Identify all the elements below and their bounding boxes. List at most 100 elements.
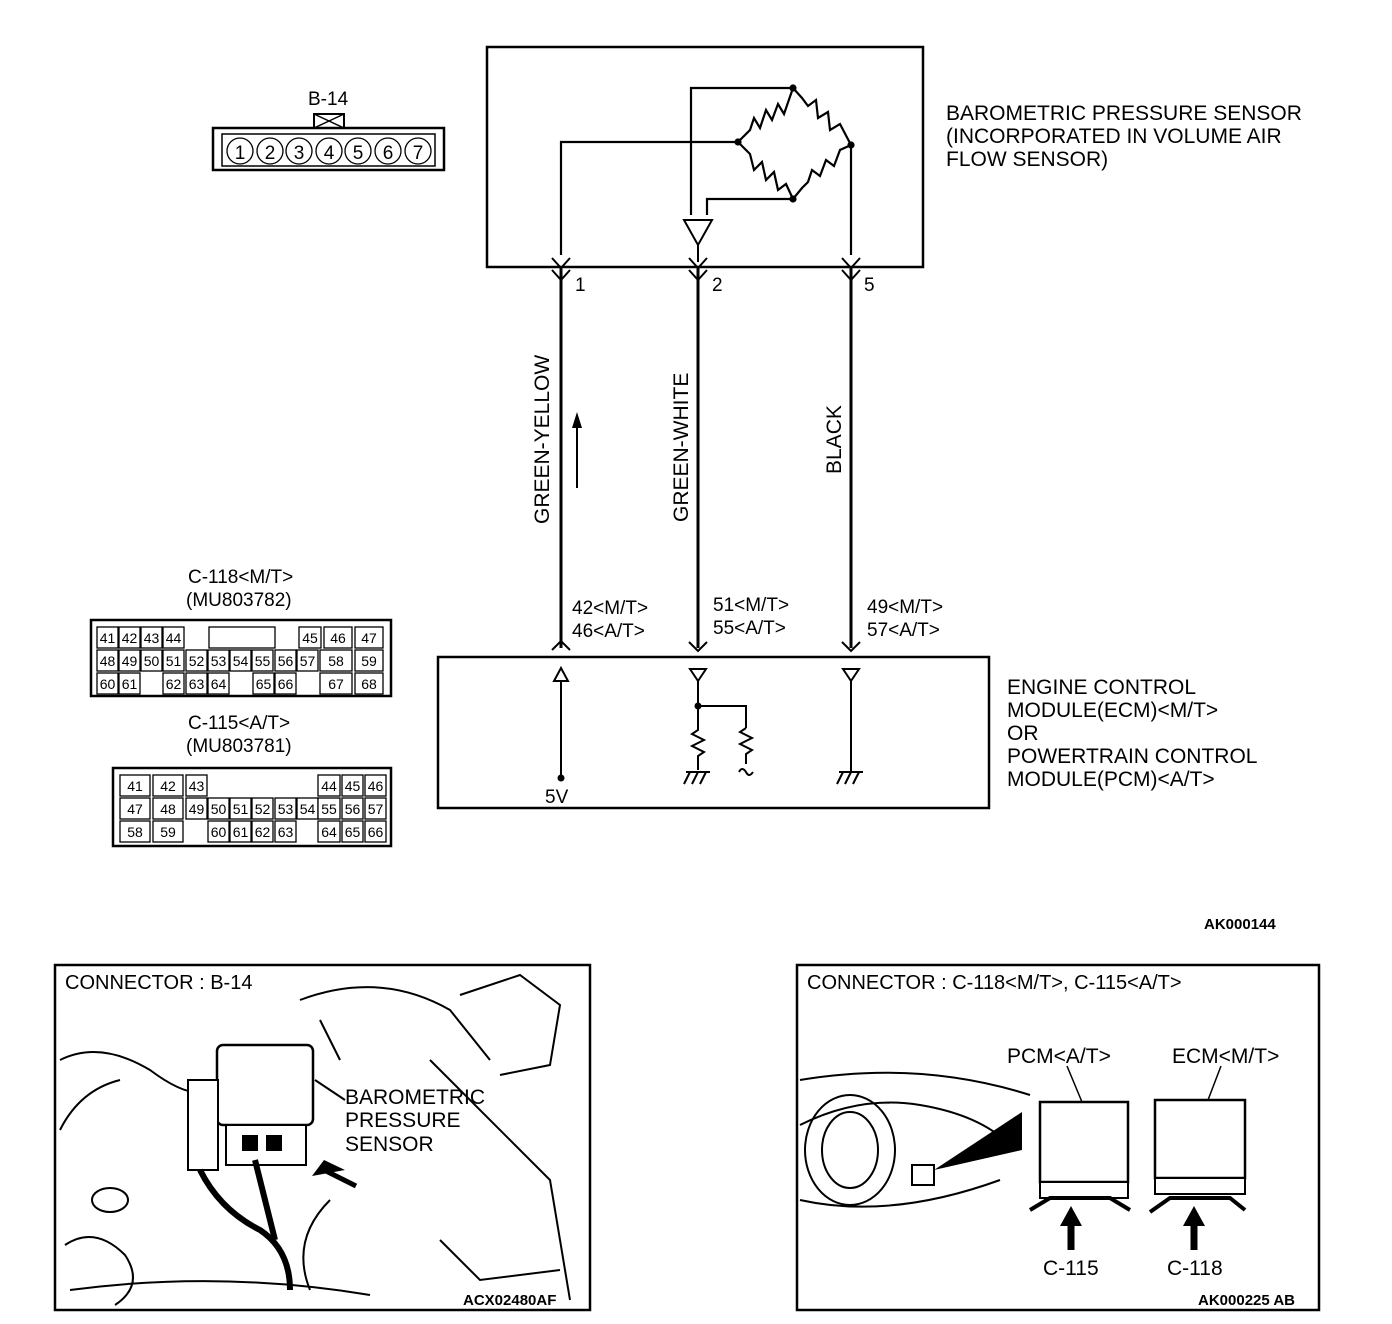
c115-pin-cell	[317, 820, 341, 843]
c115-pin-cell	[229, 820, 252, 843]
panel-right-title: CONNECTOR : C-118<M/T>, C-115<A/T>	[807, 972, 1182, 994]
sensor-title-line: BAROMETRIC PRESSURE SENSOR	[946, 102, 1302, 125]
c118-label: C-118<M/T>	[188, 567, 293, 588]
c115-pin-label: 62	[255, 824, 271, 840]
b14-latch-icon	[313, 113, 345, 129]
c115-pin-cell	[152, 797, 184, 820]
engine-bay-illustration	[59, 973, 571, 1306]
sensor-title: BAROMETRIC PRESSURE SENSOR (INCORPORATED…	[946, 102, 1302, 171]
c115-pin-label: 41	[127, 778, 143, 794]
b14-pin: 7	[413, 143, 424, 164]
pcm-module	[1038, 1100, 1130, 1184]
c118-pin-cell	[118, 649, 141, 672]
b14-housing	[211, 126, 446, 172]
c118-pin-cell	[162, 649, 185, 672]
input-arrow-icon	[688, 668, 708, 683]
c118-pin-label: 65	[256, 676, 272, 692]
c118-pin-cell	[229, 649, 252, 672]
b14-pin: 6	[383, 143, 394, 164]
barometric-sensor-unit	[215, 1043, 315, 1127]
c115-pin-label: 61	[233, 824, 249, 840]
ecm-title-line: OR	[1007, 722, 1039, 745]
c118-pin-label: 63	[189, 676, 205, 692]
c118-pin-cell	[274, 649, 297, 672]
c118-pin-label: 66	[278, 676, 294, 692]
pcm-label: PCM<A/T>	[1007, 1045, 1111, 1068]
c115-pin-label: 47	[127, 801, 143, 817]
panel-left-callout-line: SENSOR	[345, 1133, 434, 1156]
c118-pin-cell	[140, 626, 163, 649]
c118-pin-label: 49	[122, 653, 138, 669]
c115-pin-cell	[119, 774, 151, 797]
c115-pin-label: 45	[345, 778, 361, 794]
ecm-title-line: POWERTRAIN CONTROL	[1007, 745, 1257, 768]
c115-pin-cell	[317, 797, 341, 820]
c118-pin-label: 46	[330, 630, 346, 646]
c115-pin-label: 66	[368, 824, 384, 840]
c118-pin-label: 58	[328, 653, 344, 669]
c118-arrow-icon	[1183, 1206, 1205, 1250]
c115-pin-cell	[364, 774, 387, 797]
amplifier-icon	[682, 219, 714, 248]
b14-pin: 4	[324, 143, 335, 164]
c118-pin-cell	[298, 626, 322, 649]
panel-left-title: CONNECTOR : B-14	[65, 972, 252, 994]
c115-pin-label: 53	[278, 801, 294, 817]
c118-pin-label: 56	[278, 653, 294, 669]
b14-pin: 2	[265, 143, 276, 164]
ground-icon	[836, 771, 863, 785]
b14-pin: 1	[235, 143, 246, 164]
c115-pin-label: 42	[160, 778, 176, 794]
c115-pin-cell	[274, 820, 297, 843]
sensor-terminal-label: 5	[864, 275, 875, 296]
ecm-pin-label: 51<M/T>	[713, 595, 789, 616]
c118-pin-label: 68	[361, 676, 377, 692]
dashboard-illustration	[799, 1065, 1247, 1250]
c115-pin-label: 60	[211, 824, 227, 840]
panel-connector-c118-c115: CONNECTOR : C-118<M/T>, C-115<A/T>	[795, 963, 1321, 1312]
c115-pin-cell	[251, 797, 274, 820]
c118-pin-label: 45	[302, 630, 318, 646]
resistor-icon	[689, 706, 707, 770]
supply-node-icon	[557, 774, 565, 782]
b14-connector-label: B-14	[308, 89, 349, 110]
c115-pin-label: 43	[189, 778, 205, 794]
ecm-box	[436, 655, 991, 810]
c118-pin-label: 42	[122, 630, 138, 646]
c115-pin-cell	[341, 774, 364, 797]
ecm-block: 5V ENGINE CONTROL MODULE(E	[436, 655, 1257, 810]
c118-pin-label: 51	[166, 653, 182, 669]
input-arrow-icon	[841, 668, 861, 683]
c115-pin-label: 65	[345, 824, 361, 840]
c118-pin-cell	[274, 672, 297, 695]
c118-pin-cell	[96, 626, 119, 649]
sensor-terminal-label: 1	[575, 275, 586, 296]
b14-pin: 3	[294, 143, 305, 164]
c115-pin-label: 50	[211, 801, 227, 817]
c118-pin-label: 64	[211, 676, 227, 692]
c118-pin-label: 54	[233, 653, 249, 669]
c115-pin-label: 56	[345, 801, 361, 817]
c115-pin-cell	[152, 774, 184, 797]
pointer-arrow-icon	[312, 1160, 345, 1176]
c118-pin-cell	[319, 649, 353, 672]
wheatstone-bridge	[559, 84, 855, 255]
ecm-title-line: ENGINE CONTROL	[1007, 676, 1196, 699]
c118-pin-label: 55	[255, 653, 271, 669]
c118-pin-label: 67	[328, 676, 344, 692]
c118-pin-cell	[323, 626, 353, 649]
sensor-title-line: FLOW SENSOR)	[946, 148, 1108, 171]
zoom-wedge-icon	[934, 1112, 1022, 1170]
c115-pin-label: 63	[278, 824, 294, 840]
panel-left-callout-line: PRESSURE	[345, 1109, 461, 1132]
c118-pin-cell	[207, 672, 230, 695]
c118-pin-cell	[185, 672, 208, 695]
c118-pin-cell	[354, 626, 384, 649]
panel-connector-b14: CONNECTOR : B-14 BAROMETRIC	[53, 963, 592, 1312]
ecm-pin-label: 49<M/T>	[867, 597, 943, 618]
c115-pin-cell	[207, 820, 230, 843]
c118-pin-label: 47	[361, 630, 377, 646]
wire-color-label: GREEN-YELLOW	[531, 355, 554, 524]
